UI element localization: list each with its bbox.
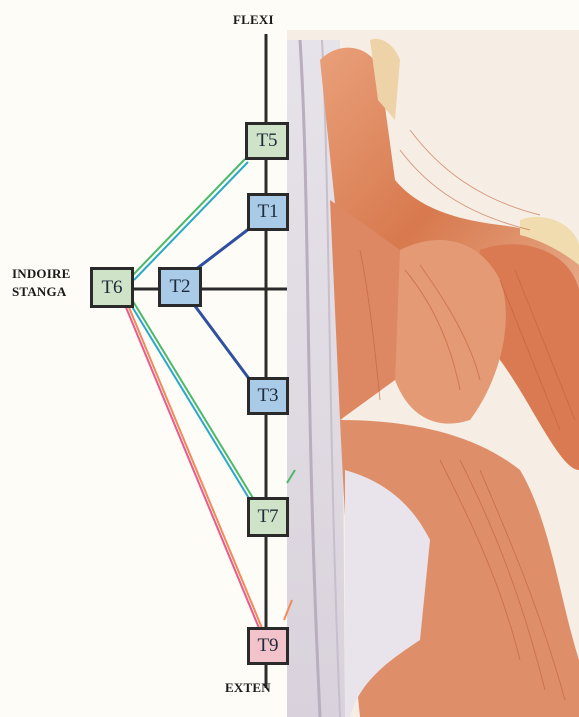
left-inclination-label-line1: INDOIRE xyxy=(12,266,70,282)
node-t5: T5 xyxy=(245,122,289,160)
node-t7: T7 xyxy=(247,497,289,537)
back-muscle-illustration xyxy=(287,30,579,717)
node-t6: T6 xyxy=(90,267,134,308)
flexion-label: FLEXI xyxy=(233,12,274,28)
node-t1: T1 xyxy=(247,193,289,231)
left-inclination-label-line2: STANGA xyxy=(12,284,66,300)
extension-label: EXTEN xyxy=(225,680,271,696)
node-t3: T3 xyxy=(247,377,289,415)
node-t9: T9 xyxy=(247,627,289,665)
node-t2: T2 xyxy=(158,267,202,307)
